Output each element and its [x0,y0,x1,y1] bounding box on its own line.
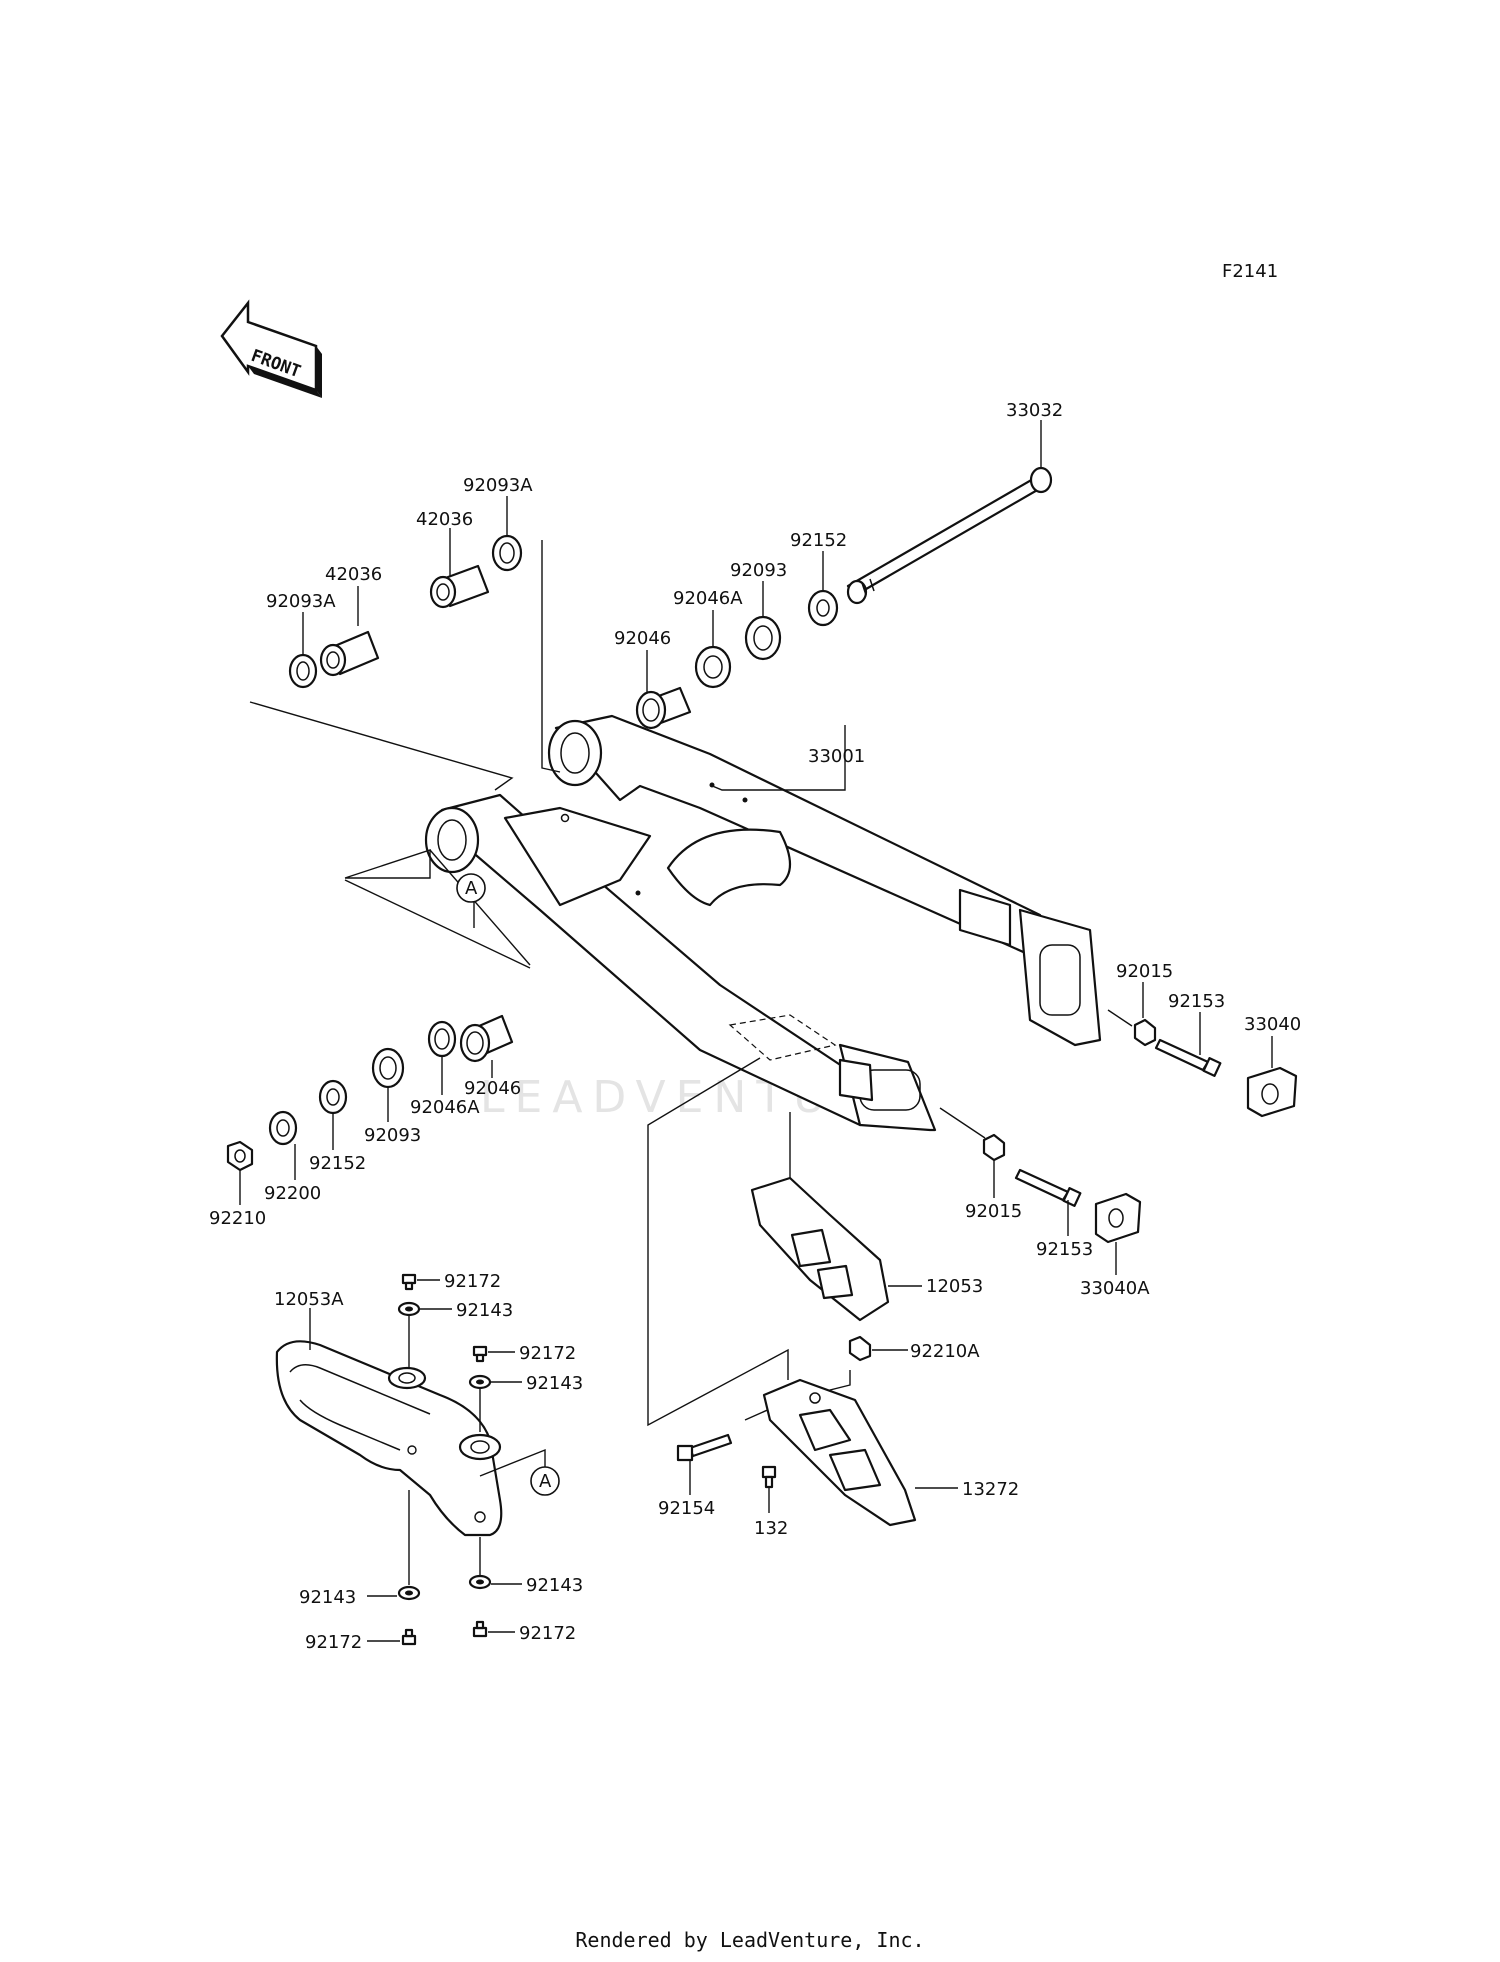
collar-42036-upper [429,564,490,609]
label-92143-a: 92143 [456,1300,513,1321]
washer-92143-d [468,1574,492,1590]
label-12053: 12053 [926,1276,983,1297]
label-33040a: 33040A [1080,1278,1150,1299]
label-92046-top: 92046 [614,628,671,649]
label-92210: 92210 [209,1208,266,1229]
chain-guide-12053 [750,1176,890,1322]
screw-92172-d [472,1620,488,1638]
bolt-92153-left [1014,1168,1082,1207]
label-92093-top: 92093 [730,560,787,581]
bearing-92046-bottom [459,1014,514,1063]
label-33040: 33040 [1244,1014,1301,1035]
label-92172-a: 92172 [444,1271,501,1292]
seal-92093-bottom [371,1047,405,1089]
callout-a-upper-text: A [465,878,478,899]
label-33001: 33001 [808,746,865,767]
screw-92172-a [401,1273,417,1291]
swingarm-33001 [424,714,1102,1132]
leader-33001 [709,725,846,791]
label-92046-bottom: 92046 [464,1078,521,1099]
callout-a-upper [456,873,486,903]
label-92152-bottom: 92152 [309,1153,366,1174]
label-42036-upper: 42036 [416,509,473,530]
label-92200: 92200 [264,1183,321,1204]
seal-92093a-upper [491,534,523,572]
washer-92143-b [468,1374,492,1390]
washer-92143-c [397,1585,421,1601]
label-33032: 33032 [1006,400,1063,421]
callout-a-lower [530,1466,560,1496]
nut-92210 [226,1140,254,1172]
label-92172-c: 92172 [305,1632,362,1653]
bolt-92154 [676,1433,733,1462]
chain-guide-13272 [762,1378,917,1527]
nut-92015-right [1133,1018,1157,1047]
adjuster-33040 [1246,1066,1298,1118]
figure-code: F2141 [1222,261,1278,282]
label-92152-top: 92152 [790,530,847,551]
leader-lower-bearing [344,879,531,969]
chain-slipper-12053a [275,1340,503,1537]
label-92046a-bottom: 92046A [410,1097,480,1118]
leader-seal-left [249,701,514,791]
washer-92200 [268,1110,298,1146]
label-12053a: 12053A [274,1289,344,1310]
label-92172-d: 92172 [519,1623,576,1644]
spacer-92046a-top [694,645,732,689]
label-92093a-left: 92093A [266,591,336,612]
label-13272: 13272 [962,1479,1019,1500]
leader-a-upper-box [344,849,431,879]
label-92143-c: 92143 [299,1587,356,1608]
label-92093-bottom: 92093 [364,1125,421,1146]
label-92143-b: 92143 [526,1373,583,1394]
bolt-132 [761,1465,777,1489]
screw-92172-b [472,1345,488,1363]
label-92143-d: 92143 [526,1575,583,1596]
collar-42036-left [319,630,380,677]
bearing-92046-top [635,686,692,730]
leader-lower-pivot [429,849,531,966]
leader-seal-upper [541,540,561,773]
seal-92093a-left [288,653,318,689]
label-92153-right: 92153 [1168,991,1225,1012]
washer-92143-a [397,1301,421,1317]
spacer-92046a-bottom [427,1020,457,1058]
label-92154: 92154 [658,1498,715,1519]
leader-bracket [647,1057,789,1427]
nut-92015-left [982,1133,1006,1162]
front-arrow-icon: FRONT [220,299,322,398]
seal-92093-top [744,615,782,661]
washer-92152-top [807,589,839,627]
label-92093a-upper: 92093A [463,475,533,496]
washer-92152-bottom [318,1079,348,1115]
label-92015-right: 92015 [1116,961,1173,982]
label-92210a: 92210A [910,1341,980,1362]
adjuster-33040a [1094,1192,1142,1244]
bolt-92153-right [1154,1038,1222,1077]
footer-credit: Rendered by LeadVenture, Inc. [575,1928,925,1952]
label-132: 132 [754,1518,788,1539]
nut-92210a [848,1335,872,1362]
callout-a-lower-text: A [539,1471,552,1492]
pivot-shaft-33032 [846,466,1053,605]
label-92015-left: 92015 [965,1201,1022,1222]
label-42036-left: 42036 [325,564,382,585]
label-92153-left: 92153 [1036,1239,1093,1260]
label-92046a-top: 92046A [673,588,743,609]
screw-92172-c [401,1628,417,1646]
label-92172-b: 92172 [519,1343,576,1364]
